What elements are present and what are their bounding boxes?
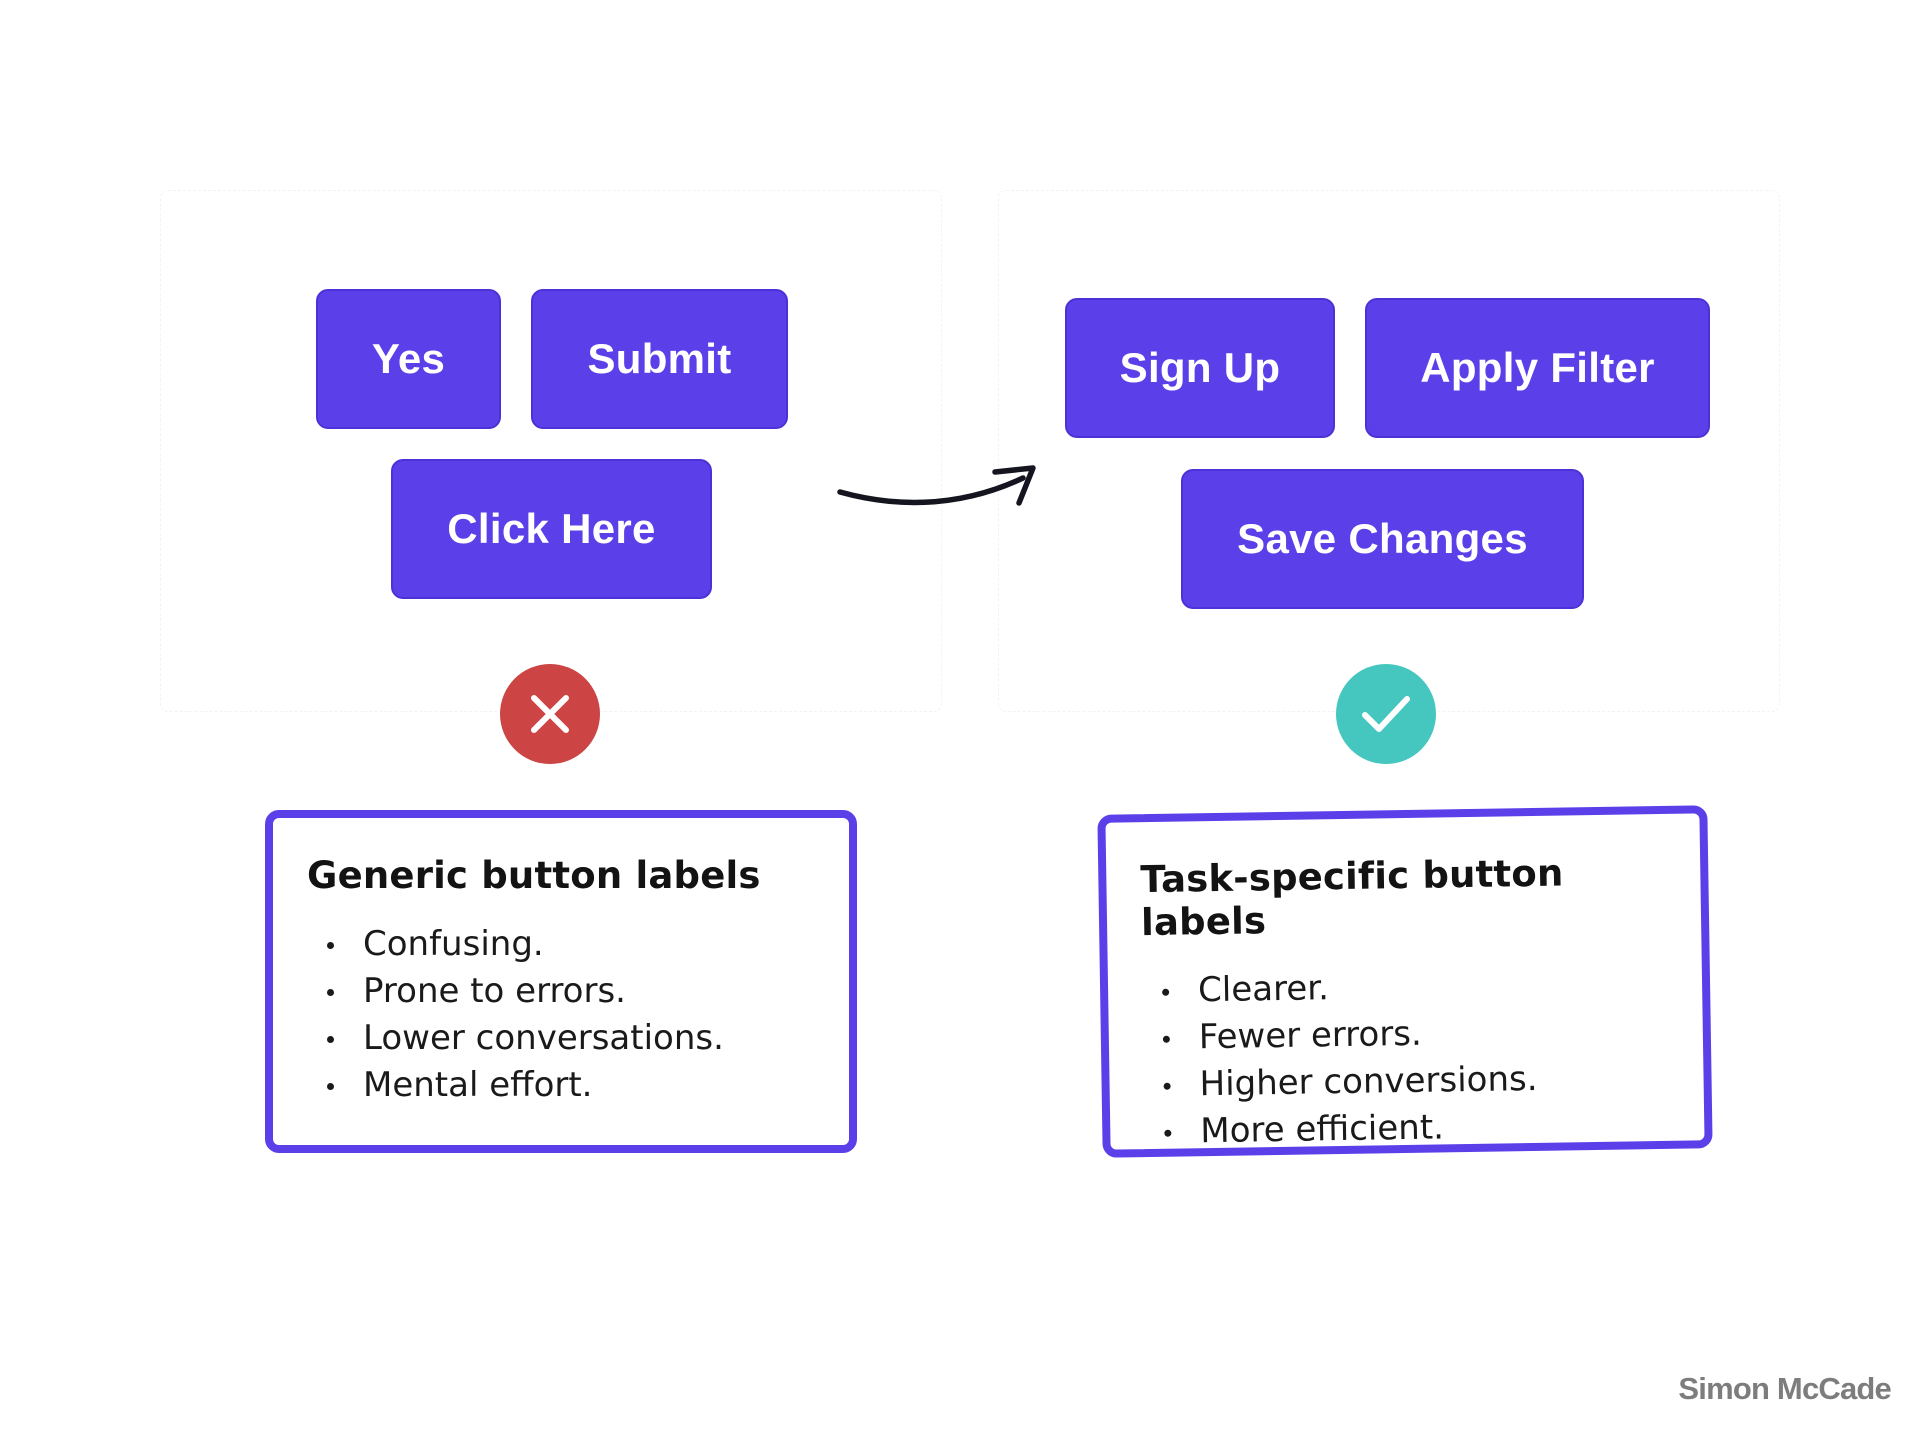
card-points-list: Clearer. Fewer errors. Higher conversion… [1142, 960, 1669, 1156]
list-item: Lower conversations. [327, 1015, 813, 1062]
sign-up-button[interactable]: Sign Up [1065, 298, 1335, 438]
list-item: Higher conversions. [1163, 1054, 1668, 1109]
click-here-button[interactable]: Click Here [391, 459, 712, 599]
submit-button[interactable]: Submit [531, 289, 788, 429]
yes-button[interactable]: Yes [316, 289, 501, 429]
incorrect-badge [500, 664, 600, 764]
save-changes-button[interactable]: Save Changes [1181, 469, 1584, 609]
list-item: More efficient. [1164, 1101, 1669, 1156]
right-panel-frame [998, 190, 1780, 712]
list-item: Mental effort. [327, 1062, 813, 1109]
task-specific-labels-card: Task-specific button labels Clearer. Few… [1097, 805, 1713, 1158]
card-title: Task-specific button labels [1140, 851, 1564, 945]
list-item: Clearer. [1162, 960, 1667, 1015]
generic-labels-card: Generic button labels Confusing. Prone t… [265, 810, 857, 1153]
correct-badge [1336, 664, 1436, 764]
curved-arrow-right-icon [837, 465, 1036, 506]
apply-filter-button[interactable]: Apply Filter [1365, 298, 1710, 438]
list-item: Confusing. [327, 921, 813, 968]
card-points-list: Confusing. Prone to errors. Lower conver… [307, 921, 813, 1109]
x-icon [531, 695, 569, 733]
left-panel-frame [160, 190, 942, 712]
author-credit: Simon McCade [1678, 1371, 1891, 1406]
checkmark-icon [1362, 696, 1410, 732]
list-item: Fewer errors. [1162, 1007, 1667, 1062]
list-item: Prone to errors. [327, 968, 813, 1015]
card-title: Generic button labels [307, 854, 761, 897]
